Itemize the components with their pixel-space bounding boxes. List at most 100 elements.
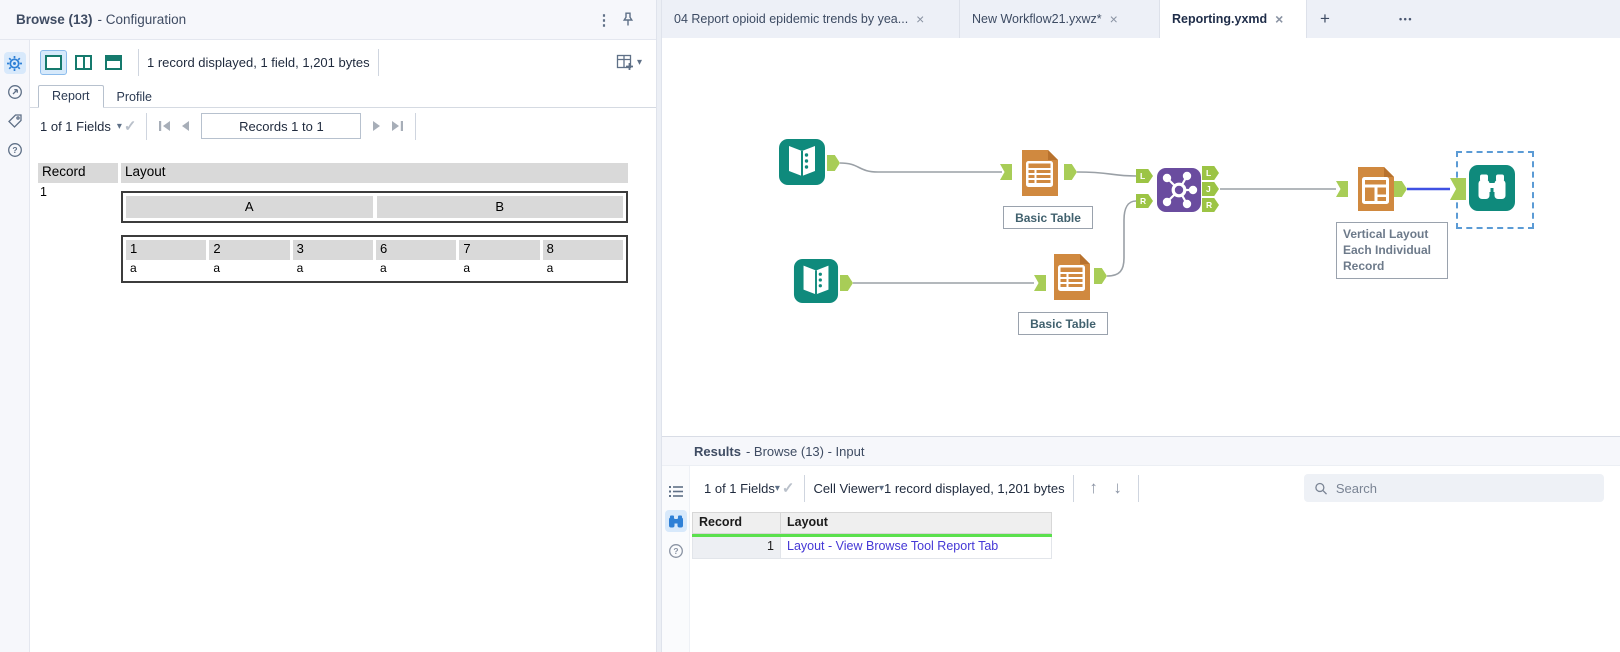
search-icon bbox=[1315, 482, 1327, 495]
close-icon[interactable]: × bbox=[1275, 11, 1284, 27]
results-help-button[interactable]: ? bbox=[665, 540, 687, 562]
fields-dropdown[interactable]: 1 of 1 Fields bbox=[40, 118, 111, 134]
join-tool[interactable] bbox=[1156, 167, 1202, 218]
data-view-button[interactable] bbox=[664, 510, 687, 532]
join-output-left-port[interactable]: L bbox=[1202, 166, 1219, 180]
new-table-window-button[interactable]: ▾ bbox=[616, 54, 642, 71]
vertical-split-view-button[interactable] bbox=[70, 50, 97, 75]
browse-view-tabs: Report Profile bbox=[30, 84, 656, 108]
toolbar-separator bbox=[146, 112, 148, 140]
table-row[interactable]: 1 Layout - View Browse Tool Report Tab bbox=[692, 537, 1052, 559]
first-record-button[interactable] bbox=[155, 116, 175, 136]
output-anchor[interactable] bbox=[1094, 268, 1107, 284]
layout-icon bbox=[1358, 167, 1394, 211]
layout-tool[interactable] bbox=[1352, 165, 1398, 218]
output-anchor[interactable] bbox=[840, 275, 853, 291]
basic-table-tool-2[interactable] bbox=[1048, 252, 1094, 307]
value-cell: a bbox=[209, 260, 290, 278]
wire-input1-to-table1[interactable] bbox=[839, 162, 1002, 173]
output-anchor[interactable] bbox=[1394, 181, 1407, 197]
search-box[interactable] bbox=[1304, 474, 1604, 502]
tab-overflow-button[interactable]: ••• bbox=[1389, 0, 1423, 38]
cell-viewer-dropdown[interactable]: Cell Viewer bbox=[813, 480, 879, 496]
configuration-tab-button[interactable] bbox=[3, 52, 26, 74]
apply-check-icon[interactable]: ✓ bbox=[781, 480, 795, 497]
input-data-tool-2[interactable] bbox=[793, 258, 839, 309]
panel-title: Browse (13) bbox=[16, 12, 93, 27]
toolbar-separator bbox=[1072, 474, 1074, 502]
column-header-cell: 6 bbox=[375, 240, 457, 260]
chevron-down-icon[interactable]: ▾ bbox=[116, 120, 122, 132]
input-anchor[interactable] bbox=[1336, 181, 1348, 197]
workflow-tab-1[interactable]: 04 Report opioid epidemic trends by yea.… bbox=[662, 0, 960, 38]
next-match-button[interactable]: ↓ bbox=[1113, 478, 1122, 497]
last-record-button[interactable] bbox=[387, 116, 407, 136]
record-cell[interactable]: 1 bbox=[692, 537, 780, 559]
help-tab-button[interactable]: ? bbox=[4, 139, 26, 161]
browse-binoculars-icon bbox=[1469, 165, 1515, 211]
record-stats: 1 record displayed, 1 field, 1,201 bytes bbox=[147, 54, 370, 70]
previous-match-button[interactable]: ↑ bbox=[1089, 478, 1098, 497]
panel-menu-button[interactable]: ⋮ bbox=[592, 8, 616, 32]
basic-table-tool-1[interactable] bbox=[1016, 148, 1062, 203]
horizontal-split-view-button[interactable] bbox=[100, 50, 127, 75]
input-data-tool-1[interactable] bbox=[778, 138, 826, 191]
new-workflow-tab-button[interactable]: + bbox=[1307, 0, 1343, 38]
connection-wires bbox=[839, 162, 1450, 284]
output-anchor[interactable] bbox=[1064, 164, 1077, 180]
input-anchor[interactable] bbox=[1034, 275, 1046, 291]
search-input[interactable] bbox=[1335, 480, 1594, 496]
metadata-view-button[interactable] bbox=[665, 480, 687, 502]
join-output-right-port[interactable]: R bbox=[1202, 198, 1219, 212]
workflow-tab-label: 04 Report opioid epidemic trends by yea.… bbox=[674, 12, 909, 26]
next-record-button[interactable] bbox=[367, 116, 387, 136]
wire-table2-to-join-right[interactable] bbox=[1106, 200, 1137, 277]
chevron-down-icon[interactable]: ▾ bbox=[774, 482, 780, 494]
tool-annotation[interactable]: Basic Table bbox=[1018, 312, 1108, 335]
workflow-tab-3-active[interactable]: Reporting.yxmd × bbox=[1160, 0, 1307, 38]
apply-check-icon[interactable]: ✓ bbox=[123, 118, 137, 135]
single-pane-icon bbox=[45, 54, 62, 70]
pin-panel-button[interactable] bbox=[616, 8, 640, 32]
tool-annotation[interactable]: Basic Table bbox=[1003, 206, 1093, 229]
vertical-split-icon bbox=[75, 54, 92, 70]
gear-icon bbox=[7, 55, 22, 71]
record-column-header[interactable]: Record bbox=[692, 512, 780, 534]
layout-tool-annotation[interactable]: Vertical Layout Each Individual Record bbox=[1336, 222, 1448, 279]
wire-table1-to-join-left[interactable] bbox=[1076, 171, 1137, 177]
tag-tab-button[interactable] bbox=[4, 110, 26, 132]
layout-column-header[interactable]: Layout bbox=[780, 512, 1052, 534]
tab-profile[interactable]: Profile bbox=[116, 90, 152, 104]
close-icon[interactable]: × bbox=[916, 11, 925, 27]
group-header-table: A B bbox=[121, 191, 628, 223]
workflow-canvas[interactable]: Basic Table L R L J bbox=[662, 38, 1620, 436]
workflow-tab-2[interactable]: New Workflow21.yxwz* × bbox=[960, 0, 1160, 38]
output-anchor[interactable] bbox=[827, 155, 840, 171]
open-link-tab-button[interactable] bbox=[4, 81, 26, 103]
join-input-left-port[interactable]: L bbox=[1136, 169, 1153, 183]
input-anchor[interactable] bbox=[1450, 178, 1466, 200]
join-input-right-port[interactable]: R bbox=[1136, 194, 1153, 208]
value-cell: a bbox=[542, 260, 623, 278]
basic-table-icon bbox=[1054, 254, 1090, 300]
join-output-join-port[interactable]: J bbox=[1202, 182, 1219, 196]
ellipsis-icon: ••• bbox=[1399, 14, 1413, 24]
layout-cell-link[interactable]: Layout - View Browse Tool Report Tab bbox=[780, 537, 1052, 559]
tab-report[interactable]: Report bbox=[38, 85, 104, 108]
previous-record-button[interactable] bbox=[175, 116, 195, 136]
records-range-field[interactable]: Records 1 to 1 bbox=[201, 113, 362, 139]
panel-splitter[interactable] bbox=[656, 0, 662, 652]
single-pane-view-button[interactable] bbox=[40, 49, 67, 75]
close-icon[interactable]: × bbox=[1109, 11, 1118, 27]
panel-subtitle: - Configuration bbox=[97, 12, 187, 27]
column-header-cell: 2 bbox=[209, 240, 290, 260]
browse-tool[interactable] bbox=[1468, 164, 1516, 217]
input-anchor[interactable] bbox=[1000, 164, 1012, 180]
chevron-down-icon[interactable]: ▾ bbox=[878, 482, 884, 494]
fields-dropdown[interactable]: 1 of 1 Fields bbox=[704, 480, 775, 496]
toolbar-separator bbox=[138, 48, 139, 76]
workflow-tab-label: Reporting.yxmd bbox=[1172, 12, 1268, 26]
configuration-panel: Browse (13) - Configuration ⋮ bbox=[0, 0, 656, 652]
value-cell: a bbox=[375, 260, 457, 278]
report-grid-header: Record Layout bbox=[38, 163, 628, 183]
